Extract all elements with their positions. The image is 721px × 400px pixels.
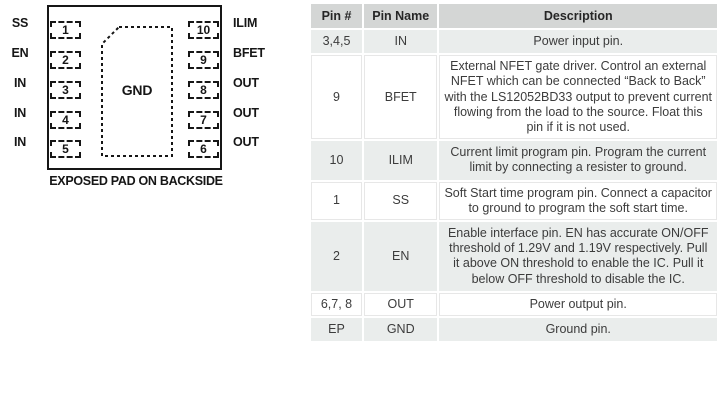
table-row: 1 SS Soft Start time program pin. Connec… — [311, 181, 717, 221]
pin-function-label: IN — [13, 135, 27, 149]
pin-name-cell: IN — [364, 30, 438, 54]
pin-pad-right: 8 — [188, 81, 219, 99]
pin-number-cell: 9 — [311, 55, 362, 140]
table-row: 6,7, 8 OUT Power output pin. — [311, 292, 717, 317]
description-cell: Current limit program pin. Program the c… — [439, 141, 717, 180]
pin-pad-left: 5 — [50, 140, 81, 158]
chip-outline: 1 2 3 4 5 10 9 8 7 6 GND — [47, 5, 222, 170]
pin-function-label: OUT — [233, 76, 259, 90]
pin-description-table: Pin # Pin Name Description 3,4,5 IN Powe… — [309, 2, 719, 343]
description-cell: Power input pin. — [439, 30, 717, 54]
header-pin-name: Pin Name — [364, 4, 438, 28]
description-cell: Power output pin. — [439, 292, 717, 317]
pin-function-label: IN — [13, 106, 27, 120]
header-description: Description — [439, 4, 717, 28]
exposed-pad-label: GND — [121, 82, 153, 98]
pin-pad-right: 9 — [188, 51, 219, 69]
pin-name-cell: ILIM — [364, 141, 438, 180]
pin-number-cell: 6,7, 8 — [311, 292, 362, 317]
pin-number-cell: 1 — [311, 181, 362, 221]
pin-name-cell: EN — [364, 222, 438, 291]
pin-pad-left: 2 — [50, 51, 81, 69]
pin-pad-left: 4 — [50, 111, 81, 129]
header-pin-number: Pin # — [311, 4, 362, 28]
description-cell: Enable interface pin. EN has accurate ON… — [439, 222, 717, 291]
pin-function-label: EN — [11, 46, 29, 60]
pin-pad-right: 10 — [188, 21, 219, 39]
pin-number-cell: 10 — [311, 141, 362, 180]
pin-number-cell: 2 — [311, 222, 362, 291]
table-row: 3,4,5 IN Power input pin. — [311, 30, 717, 54]
exposed-pad-outline — [101, 26, 173, 157]
table-row: 2 EN Enable interface pin. EN has accura… — [311, 222, 717, 291]
pin-name-cell: OUT — [364, 292, 438, 317]
table-row: 9 BFET External NFET gate driver. Contro… — [311, 55, 717, 140]
table-header-row: Pin # Pin Name Description — [311, 4, 717, 28]
description-cell: Ground pin. — [439, 318, 717, 342]
table-row: 10 ILIM Current limit program pin. Progr… — [311, 141, 717, 180]
pin-number-cell: EP — [311, 318, 362, 342]
description-cell: External NFET gate driver. Control an ex… — [439, 55, 717, 140]
pin-function-label: SS — [11, 16, 29, 30]
table-row: EP GND Ground pin. — [311, 318, 717, 342]
pin-function-label: OUT — [233, 106, 259, 120]
pinout-diagram: SS EN IN IN IN 1 2 3 4 5 10 9 8 7 6 GND … — [0, 0, 300, 200]
pin-pad-right: 7 — [188, 111, 219, 129]
pin-function-label: ILIM — [233, 16, 258, 30]
pin-function-label: BFET — [233, 46, 265, 60]
pin-pad-right: 6 — [188, 140, 219, 158]
pin-pad-left: 1 — [50, 21, 81, 39]
pin-name-cell: SS — [364, 181, 438, 221]
pin-function-label: OUT — [233, 135, 259, 149]
pin-name-cell: BFET — [364, 55, 438, 140]
description-cell: Soft Start time program pin. Connect a c… — [439, 181, 717, 221]
pin-function-label: IN — [13, 76, 27, 90]
pin-pad-left: 3 — [50, 81, 81, 99]
pin-number-cell: 3,4,5 — [311, 30, 362, 54]
diagram-caption: EXPOSED PAD ON BACKSIDE — [49, 174, 223, 188]
pin-name-cell: GND — [364, 318, 438, 342]
